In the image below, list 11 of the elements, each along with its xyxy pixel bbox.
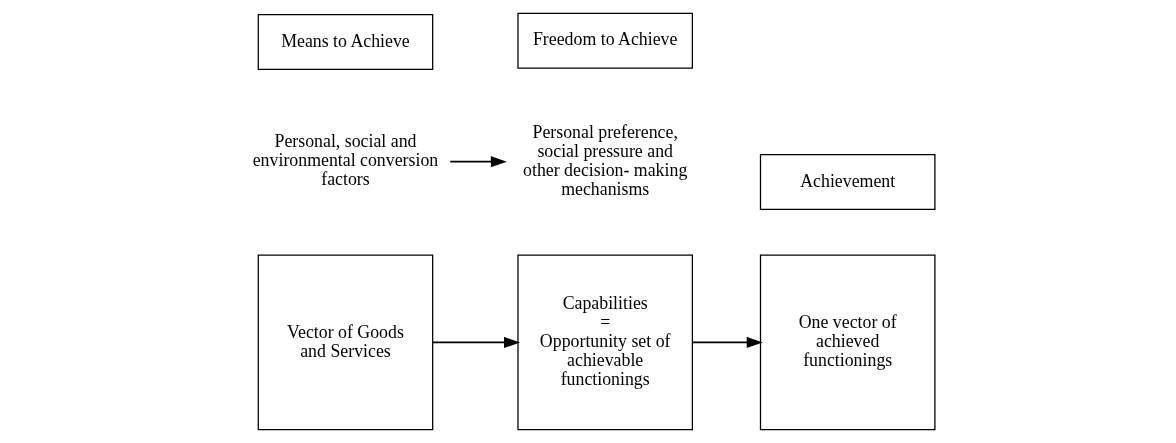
arrow bbox=[431, 336, 521, 349]
node-text: Personal, social and environmental conversion factors bbox=[252, 131, 439, 190]
arrow bbox=[449, 156, 507, 168]
node-text: Personal preference, social pressure and other decision- making mechanisms bbox=[523, 121, 688, 200]
arrow bbox=[691, 336, 763, 349]
node-box: Means to Achieve bbox=[257, 14, 434, 70]
node-box: Freedom to Achieve bbox=[517, 12, 694, 69]
node-box: Achievement bbox=[759, 154, 936, 211]
node-box: Vector of Goods and Services bbox=[257, 254, 434, 431]
node-box: One vector of achieved functionings bbox=[759, 254, 936, 431]
node-box: Capabilities = Opportunity set of achievable functionings bbox=[517, 254, 694, 431]
